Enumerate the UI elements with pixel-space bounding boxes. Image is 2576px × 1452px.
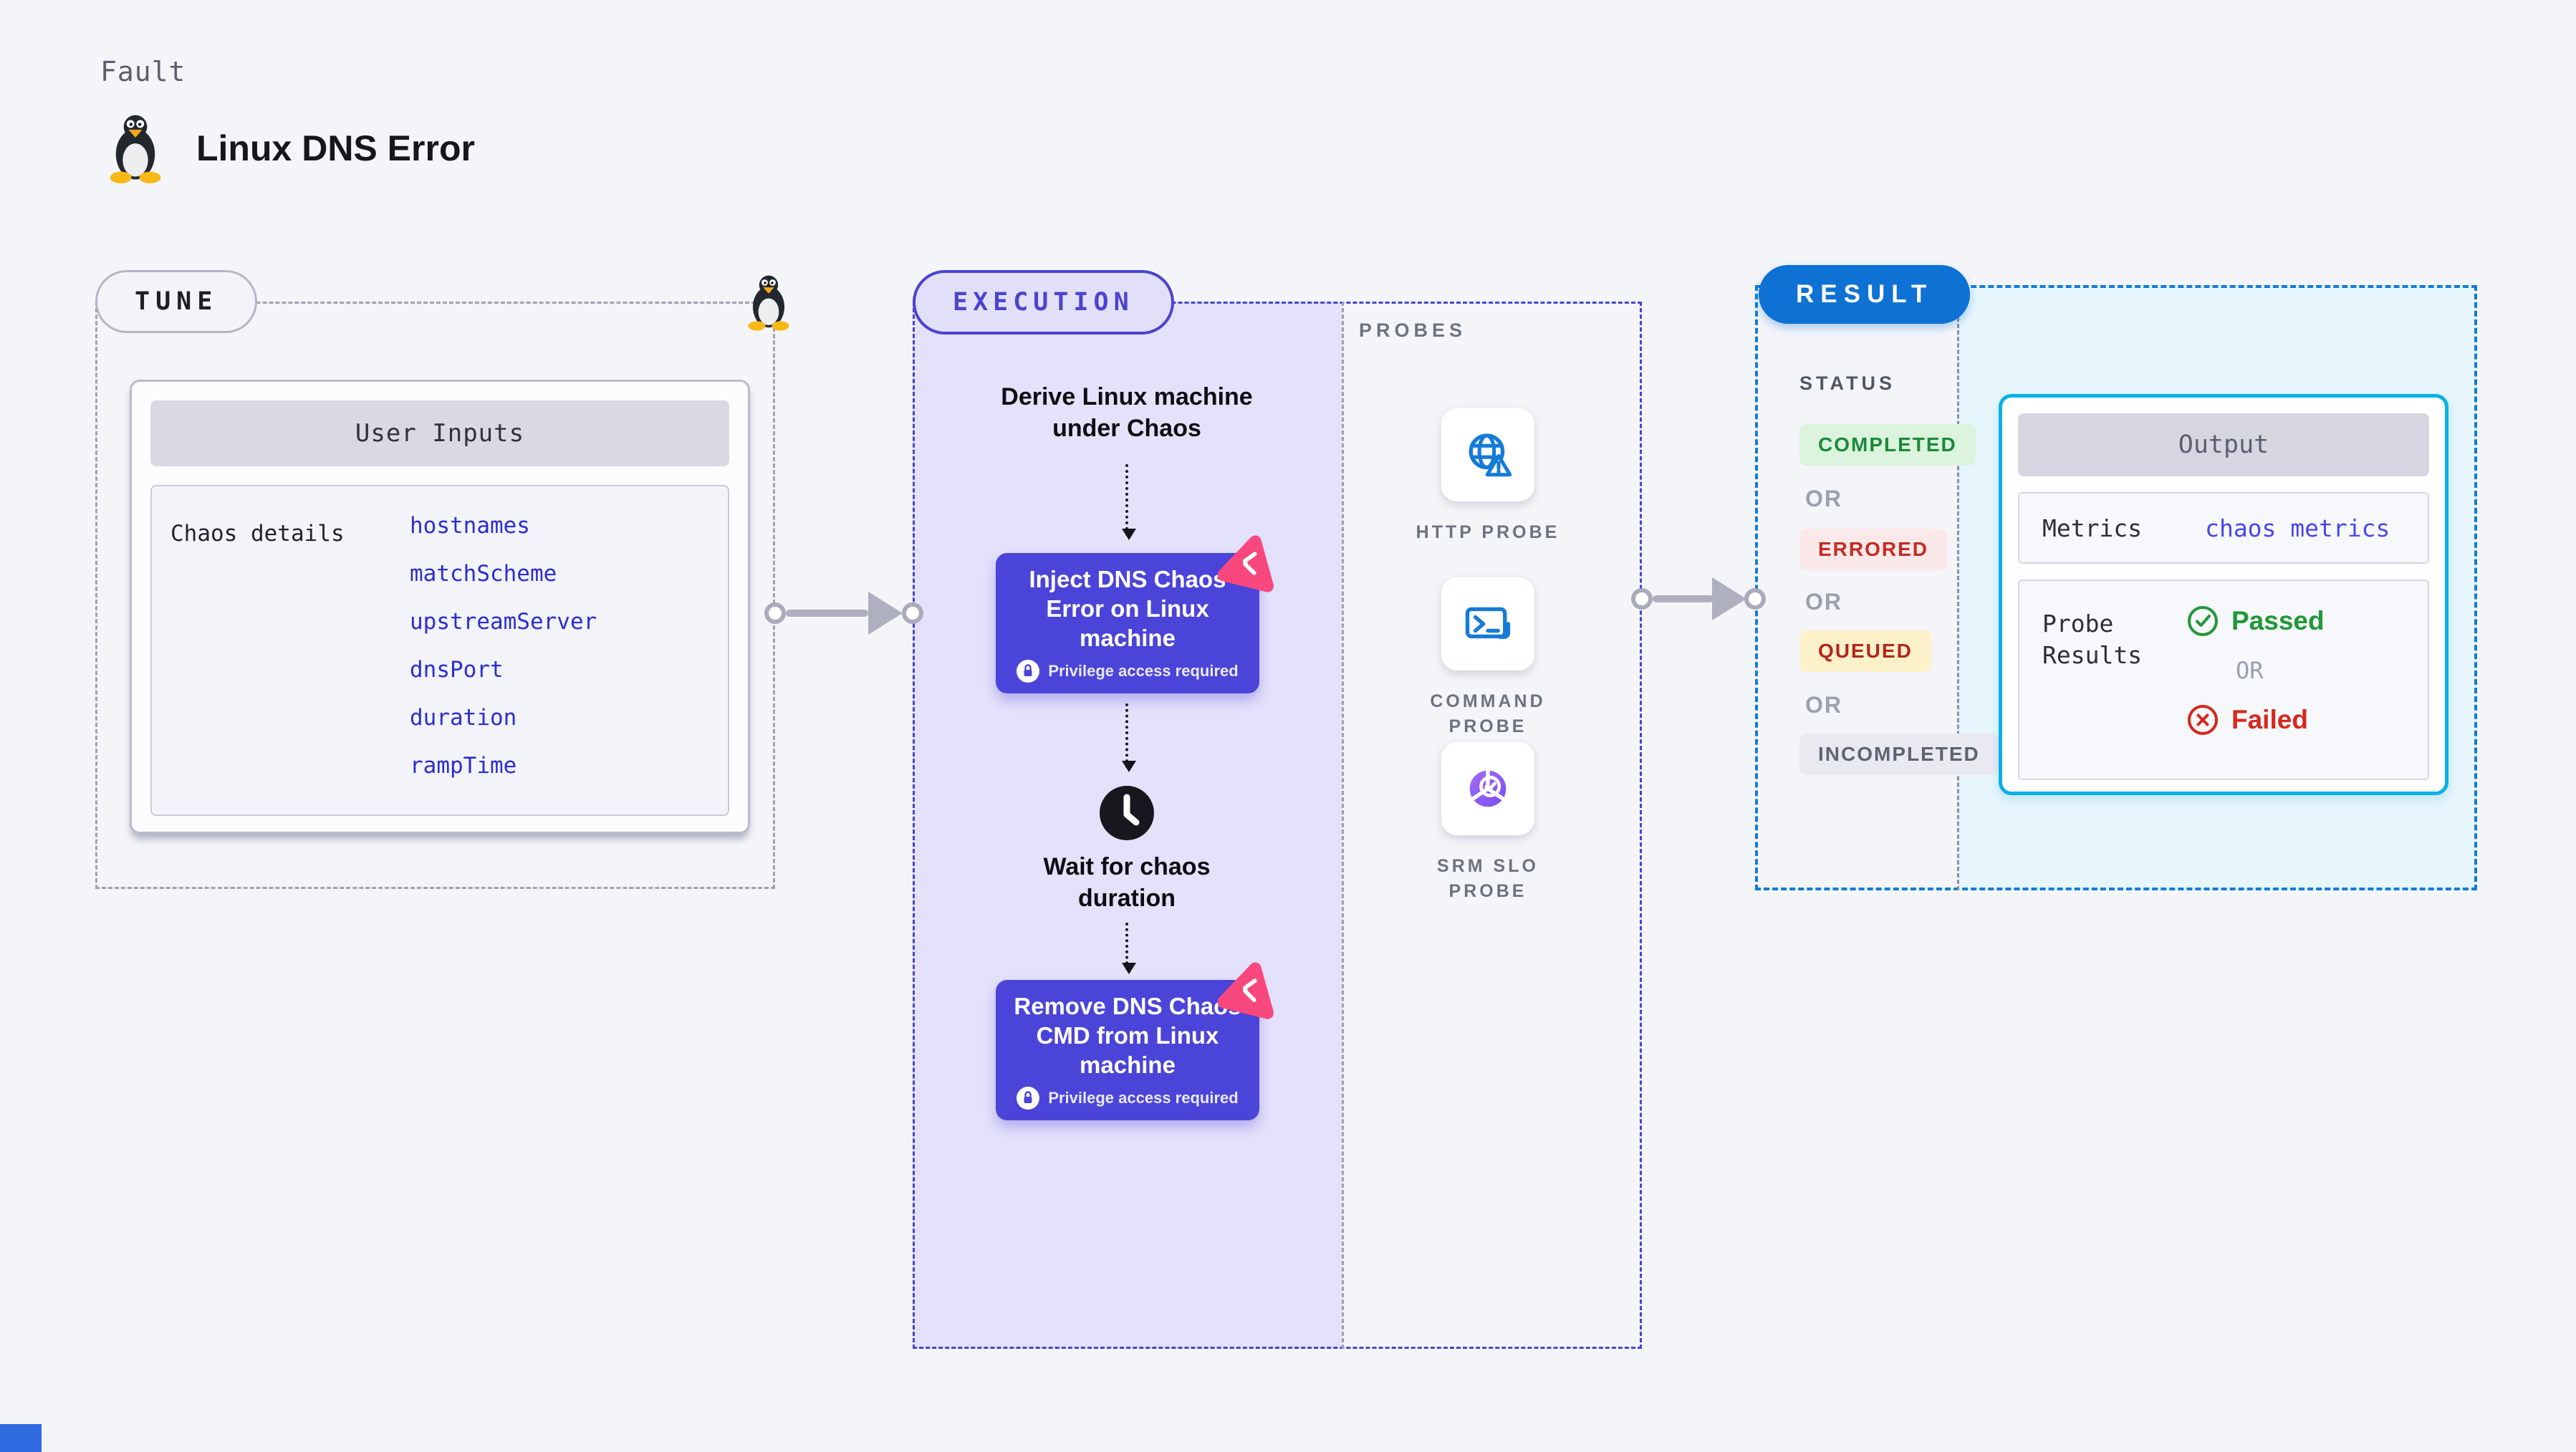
param-dnsport: dnsPort bbox=[410, 657, 504, 683]
command-probe-label: COMMAND PROBE bbox=[1430, 691, 1546, 736]
slo-donut-icon bbox=[1469, 768, 1506, 807]
lock-icon bbox=[1017, 659, 1040, 683]
chaos-pinwheel-icon bbox=[1218, 535, 1274, 592]
user-inputs-body: Chaos details hostnames matchScheme upst… bbox=[150, 485, 729, 816]
execution-connector-node bbox=[902, 602, 923, 624]
param-upstreamserver: upstreamServer bbox=[410, 609, 597, 635]
execution-out-connector-node bbox=[1631, 588, 1653, 610]
flow-arrow-1 bbox=[1122, 464, 1136, 540]
passed-row: Passed bbox=[2186, 604, 2325, 638]
tune-section-box bbox=[95, 302, 775, 889]
remove-step-text: Remove DNS Chaos CMD from Linux machine bbox=[1014, 992, 1241, 1078]
or-label: OR bbox=[2236, 657, 2264, 684]
tune-to-execution-arrow-line bbox=[786, 610, 868, 617]
or-label: OR bbox=[1805, 692, 1842, 718]
privilege-row: Privilege access required bbox=[1017, 659, 1239, 683]
check-circle-icon bbox=[2188, 606, 2218, 636]
output-title: Output bbox=[2018, 413, 2429, 476]
clock-icon bbox=[1100, 786, 1154, 840]
x-circle-icon bbox=[2188, 705, 2218, 735]
execution-to-result-arrowhead bbox=[1712, 577, 1746, 620]
or-label: OR bbox=[1805, 486, 1842, 511]
fault-eyebrow: Fault bbox=[100, 56, 186, 87]
probe-results-values: Passed OR Failed bbox=[2186, 604, 2325, 779]
user-inputs-card: User Inputs Chaos details hostnames matc… bbox=[130, 380, 750, 834]
remove-chaos-step: Remove DNS Chaos CMD from Linux machine … bbox=[996, 980, 1259, 1120]
tux-penguin-icon bbox=[110, 115, 161, 183]
tune-connector-node bbox=[764, 602, 786, 624]
probe-results-label: Probe Results bbox=[2042, 610, 2143, 669]
probe-results-row: Probe Results Passed OR Failed bbox=[2018, 580, 2429, 780]
or-label: OR bbox=[1805, 589, 1842, 615]
command-probe-card bbox=[1441, 577, 1534, 670]
globe-alert-icon bbox=[1469, 433, 1512, 477]
http-probe-label: HTTP PROBE bbox=[1416, 522, 1560, 542]
result-pill: RESULT bbox=[1759, 265, 1971, 324]
srm-slo-probe-card bbox=[1441, 742, 1534, 835]
privilege-note: Privilege access required bbox=[1048, 1088, 1239, 1107]
failed-row: Failed bbox=[2186, 703, 2325, 737]
tune-to-execution-arrowhead bbox=[868, 592, 903, 635]
http-probe-card bbox=[1441, 408, 1534, 501]
flow-arrow-3 bbox=[1122, 923, 1136, 974]
status-label: STATUS bbox=[1799, 372, 1895, 394]
lock-icon bbox=[1017, 1086, 1040, 1110]
execution-to-result-arrow-line bbox=[1653, 595, 1714, 602]
inject-step-text: Inject DNS Chaos Error on Linux machine bbox=[1029, 565, 1226, 651]
status-badge-incompleted: INCOMPLETED bbox=[1799, 734, 1999, 775]
metrics-label: Metrics bbox=[2042, 514, 2143, 542]
chaos-pinwheel-icon bbox=[1218, 962, 1274, 1019]
privilege-row: Privilege access required bbox=[1017, 1086, 1239, 1110]
passed-label: Passed bbox=[2231, 606, 2325, 635]
wait-step-text: Wait for chaos duration bbox=[1043, 853, 1211, 912]
result-section-box bbox=[1755, 285, 2477, 890]
status-badge-errored: ERRORED bbox=[1799, 529, 1948, 570]
status-badge-queued: QUEUED bbox=[1799, 630, 1931, 672]
status-badge-completed: COMPLETED bbox=[1799, 424, 1976, 466]
param-duration: duration bbox=[410, 705, 517, 731]
derive-step-text: Derive Linux machine under Chaos bbox=[1001, 383, 1253, 442]
flow-arrow-2 bbox=[1122, 703, 1136, 772]
metrics-row: Metrics chaos metrics bbox=[2018, 492, 2429, 564]
tux-penguin-corner-icon bbox=[748, 275, 789, 331]
privilege-note: Privilege access required bbox=[1048, 661, 1239, 680]
chaos-param-list: hostnames matchScheme upstreamServer dns… bbox=[410, 502, 597, 790]
probes-divider bbox=[1342, 302, 1344, 1349]
metrics-value: chaos metrics bbox=[2205, 514, 2390, 542]
user-inputs-title: User Inputs bbox=[150, 400, 729, 466]
inject-chaos-step: Inject DNS Chaos Error on Linux machine … bbox=[996, 553, 1259, 693]
terminal-icon bbox=[1465, 607, 1511, 639]
tune-pill: TUNE bbox=[95, 270, 258, 333]
param-matchscheme: matchScheme bbox=[410, 561, 557, 587]
param-ramptime: rampTime bbox=[410, 753, 517, 779]
bottom-left-blue-block bbox=[0, 1424, 42, 1452]
execution-section-box bbox=[913, 302, 1642, 1349]
result-connector-node bbox=[1744, 588, 1766, 610]
output-card: Output Metrics chaos metrics Probe Resul… bbox=[1999, 394, 2448, 795]
srm-slo-probe-label: SRM SLO PROBE bbox=[1437, 856, 1539, 901]
param-hostnames: hostnames bbox=[410, 513, 530, 539]
probes-label: PROBES bbox=[1359, 319, 1467, 341]
chaos-details-label: Chaos details bbox=[170, 521, 345, 547]
execution-pill: EXECUTION bbox=[913, 270, 1174, 335]
page-title: Linux DNS Error bbox=[196, 128, 475, 168]
failed-label: Failed bbox=[2231, 705, 2308, 734]
result-divider bbox=[1957, 285, 1959, 890]
